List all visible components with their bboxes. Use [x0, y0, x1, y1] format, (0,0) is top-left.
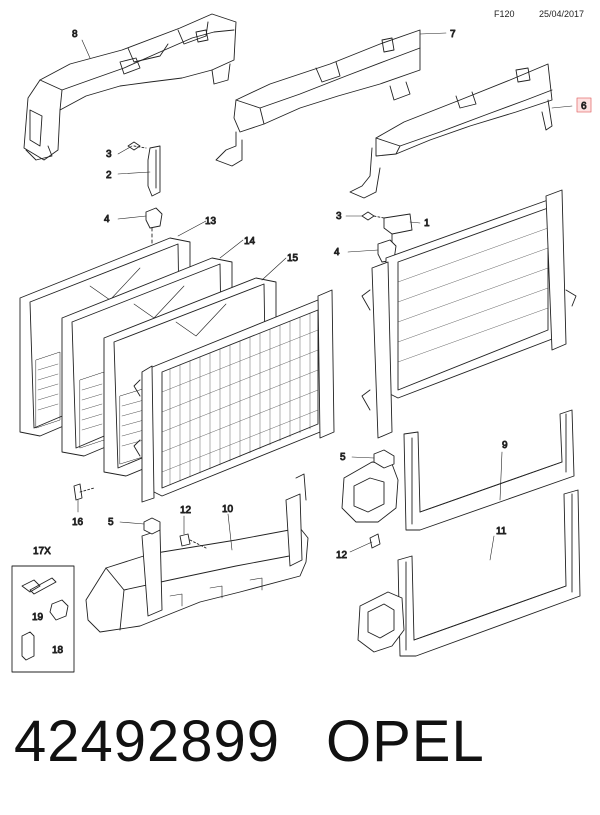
callout-13: 13 [205, 216, 217, 227]
part-12-clip-right [369, 533, 381, 549]
callout-5-right: 5 [340, 452, 346, 463]
radiator-right [361, 189, 577, 439]
radiator-core-left [133, 289, 335, 503]
callout-12-left: 12 [180, 505, 192, 516]
callout-1: 1 [424, 218, 430, 229]
callout-19: 19 [32, 612, 44, 623]
part-2-bracket [147, 145, 161, 197]
part-9-frame [341, 409, 575, 531]
callout-9: 9 [502, 440, 508, 451]
callout-3-right: 3 [336, 211, 342, 222]
part-16-clip [73, 483, 95, 501]
part-number: 42492899 [14, 709, 281, 774]
part-11-frame [357, 489, 581, 657]
callout-2: 2 [106, 170, 112, 181]
callout-3-left: 3 [106, 149, 112, 160]
callout-15: 15 [287, 253, 299, 264]
part-3-bolt-left [127, 141, 147, 151]
callout-6-highlight [576, 97, 592, 113]
callout-10: 10 [222, 504, 234, 515]
diagram-code: F120 [494, 9, 515, 19]
brand-name: OPEL [326, 709, 485, 774]
leader-lines [77, 32, 573, 561]
callout-11: 11 [496, 526, 507, 537]
part-7-deflector [215, 29, 421, 167]
part-12-clip-left [179, 533, 207, 549]
callout-7: 7 [450, 29, 456, 40]
part-3-bolt-right [361, 211, 385, 221]
callout-6: 6 [581, 101, 587, 112]
part-10-shroud [85, 473, 309, 633]
part-6-deflector [349, 63, 553, 199]
callout-16: 16 [72, 517, 84, 528]
callout-4-left: 4 [104, 214, 110, 225]
exploded-parts-diagram: 8 7 6 3 2 3 1 4 4 13 14 15 5 9 10 12 5 1… [11, 13, 592, 673]
part-5-mount-right [373, 449, 395, 469]
callout-12-right: 12 [336, 550, 348, 561]
diagram-date: 25/04/2017 [539, 9, 585, 19]
callout-8: 8 [72, 29, 78, 40]
part-8-deflector [23, 13, 237, 161]
callout-14: 14 [244, 236, 256, 247]
callout-5-left: 5 [108, 517, 114, 528]
callout-4-right: 4 [334, 247, 340, 258]
part-17x-kit [11, 565, 75, 673]
callout-18: 18 [52, 645, 64, 656]
callout-17x: 17X [33, 546, 51, 557]
part-5-mount-left [143, 517, 161, 535]
